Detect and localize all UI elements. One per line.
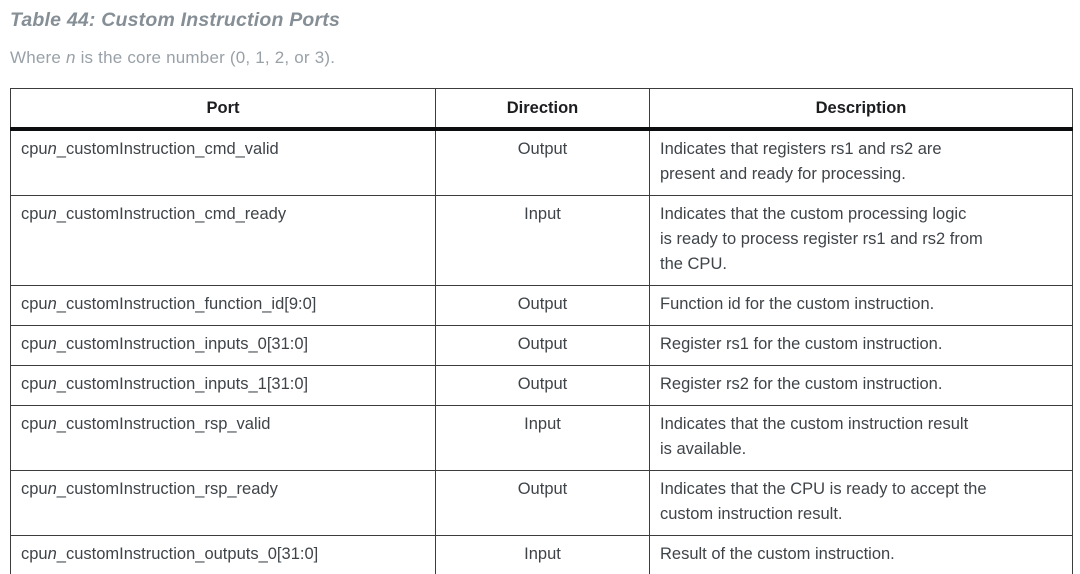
description-cell: Result of the custom instruction. bbox=[649, 535, 1073, 574]
core-number-variable: n bbox=[66, 48, 76, 67]
port-suffix: _customInstruction_rsp_valid bbox=[56, 415, 271, 433]
port-prefix: cpu bbox=[21, 415, 48, 433]
port-cell: cpun_customInstruction_outputs_0[31:0] bbox=[10, 535, 436, 574]
port-prefix: cpu bbox=[21, 375, 48, 393]
direction-cell: Input bbox=[435, 535, 650, 574]
port-cell: cpun_customInstruction_rsp_valid bbox=[10, 405, 436, 471]
port-core-number-variable: n bbox=[47, 335, 57, 353]
port-prefix: cpu bbox=[21, 295, 48, 313]
direction-cell: Output bbox=[435, 470, 650, 536]
column-header-port: Port bbox=[10, 88, 436, 131]
direction-cell: Input bbox=[435, 195, 650, 286]
port-cell: cpun_customInstruction_cmd_valid bbox=[10, 128, 436, 196]
description-cell: Indicates that registers rs1 and rs2 are… bbox=[649, 128, 1073, 196]
custom-instruction-ports-table: Port Direction Description cpun_customIn… bbox=[10, 88, 1073, 574]
port-core-number-variable: n bbox=[47, 295, 57, 313]
direction-cell: Output bbox=[435, 285, 650, 326]
port-prefix: cpu bbox=[21, 205, 48, 223]
subcaption-suffix-text: is the core number (0, 1, 2, or 3). bbox=[75, 48, 336, 67]
port-cell: cpun_customInstruction_rsp_ready bbox=[10, 470, 436, 536]
port-cell: cpun_customInstruction_function_id[9:0] bbox=[10, 285, 436, 326]
column-header-direction: Direction bbox=[435, 88, 650, 131]
direction-cell: Input bbox=[435, 405, 650, 471]
port-suffix: _customInstruction_cmd_ready bbox=[56, 205, 287, 223]
port-cell: cpun_customInstruction_inputs_1[31:0] bbox=[10, 365, 436, 406]
port-suffix: _customInstruction_function_id[9:0] bbox=[56, 295, 317, 313]
table-row: cpun_customInstruction_inputs_1[31:0]Out… bbox=[10, 365, 1073, 406]
port-core-number-variable: n bbox=[47, 480, 57, 498]
port-prefix: cpu bbox=[21, 545, 48, 563]
direction-cell: Output bbox=[435, 325, 650, 366]
port-cell: cpun_customInstruction_cmd_ready bbox=[10, 195, 436, 286]
port-prefix: cpu bbox=[21, 480, 48, 498]
port-suffix: _customInstruction_cmd_valid bbox=[56, 140, 279, 158]
table-row: cpun_customInstruction_outputs_0[31:0]In… bbox=[10, 535, 1073, 574]
subcaption-prefix-text: Where bbox=[10, 48, 66, 67]
port-prefix: cpu bbox=[21, 335, 48, 353]
table-row: cpun_customInstruction_function_id[9:0]O… bbox=[10, 285, 1073, 326]
description-cell: Function id for the custom instruction. bbox=[649, 285, 1073, 326]
description-cell: Indicates that the custom processing log… bbox=[649, 195, 1073, 286]
table-header-row: Port Direction Description bbox=[10, 88, 1073, 131]
port-prefix: cpu bbox=[21, 140, 48, 158]
port-suffix: _customInstruction_rsp_ready bbox=[56, 480, 278, 498]
direction-cell: Output bbox=[435, 128, 650, 196]
port-cell: cpun_customInstruction_inputs_0[31:0] bbox=[10, 325, 436, 366]
direction-cell: Output bbox=[435, 365, 650, 406]
description-cell: Indicates that the CPU is ready to accep… bbox=[649, 470, 1073, 536]
description-cell: Register rs2 for the custom instruction. bbox=[649, 365, 1073, 406]
description-cell: Register rs1 for the custom instruction. bbox=[649, 325, 1073, 366]
description-cell: Indicates that the custom instruction re… bbox=[649, 405, 1073, 471]
table-row: cpun_customInstruction_inputs_0[31:0]Out… bbox=[10, 325, 1073, 366]
port-suffix: _customInstruction_outputs_0[31:0] bbox=[56, 545, 319, 563]
column-header-description: Description bbox=[649, 88, 1073, 131]
port-suffix: _customInstruction_inputs_0[31:0] bbox=[56, 335, 309, 353]
table-caption: Table 44: Custom Instruction Ports bbox=[10, 9, 341, 31]
port-core-number-variable: n bbox=[47, 415, 57, 433]
port-core-number-variable: n bbox=[47, 545, 57, 563]
port-suffix: _customInstruction_inputs_1[31:0] bbox=[56, 375, 309, 393]
port-core-number-variable: n bbox=[47, 140, 57, 158]
port-core-number-variable: n bbox=[47, 205, 57, 223]
port-core-number-variable: n bbox=[47, 375, 57, 393]
table-subcaption: Where n is the core number (0, 1, 2, or … bbox=[10, 48, 335, 68]
